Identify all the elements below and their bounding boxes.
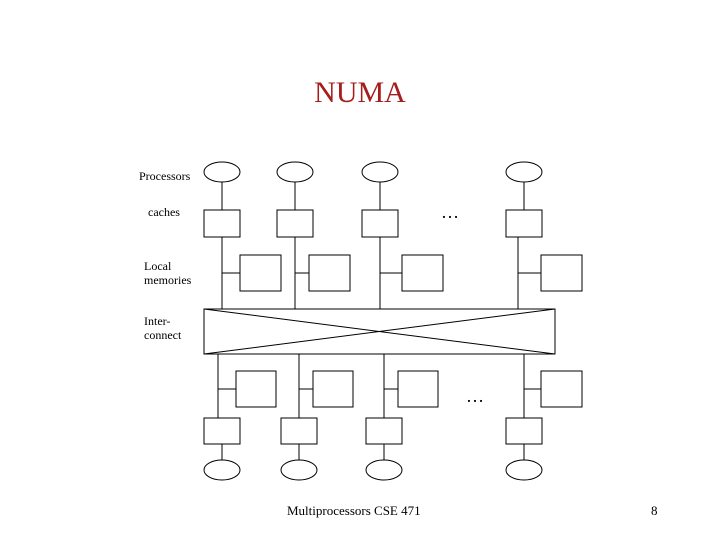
processor-node (361, 161, 399, 183)
interconnect-label: Inter- connect (144, 314, 181, 342)
processor-node (365, 459, 403, 481)
footer-page-number: 8 (651, 503, 658, 518)
bottom-node-1 (203, 354, 277, 481)
top-node-1 (203, 161, 282, 309)
processor-node (203, 459, 241, 481)
top-node-4 (505, 161, 583, 309)
interconnect-label-line2: connect (144, 328, 182, 342)
local-memories-label-line2: memories (144, 273, 192, 287)
bottom-node-3 (365, 354, 439, 481)
local-memory-box (312, 370, 354, 408)
processor-node (505, 161, 543, 183)
interconnect-crossbar (203, 308, 556, 355)
local-memory-box (540, 254, 583, 292)
local-memories-label: Local memories (144, 259, 191, 287)
cache-box (280, 417, 318, 445)
local-memory-box (401, 254, 444, 292)
processor-node (505, 459, 543, 481)
local-memory-box (239, 254, 282, 292)
cache-box (203, 417, 241, 445)
local-memory-box (540, 370, 583, 408)
cache-box (505, 417, 543, 445)
interconnect-label-line1: Inter- (144, 314, 171, 328)
footer-course-title: Multiprocessors CSE 471 (287, 503, 421, 518)
cache-box (203, 209, 241, 238)
processor-node (280, 459, 318, 481)
cache-box (361, 209, 399, 238)
cache-box (276, 209, 314, 238)
top-node-2 (276, 161, 351, 309)
processors-label: Processors (139, 169, 191, 183)
top-ellipsis: … (441, 202, 459, 222)
local-memory-box (308, 254, 351, 292)
local-memories-label-line1: Local (144, 259, 172, 273)
top-node-3 (361, 161, 444, 309)
local-memory-box (235, 370, 277, 408)
cache-box (365, 417, 403, 445)
processor-node (203, 161, 241, 183)
processor-node (276, 161, 314, 183)
caches-label: caches (148, 205, 180, 219)
page-title: NUMA (314, 76, 406, 109)
bottom-node-4 (505, 354, 583, 481)
cache-box (505, 209, 543, 238)
local-memory-box (397, 370, 439, 408)
bottom-node-2 (280, 354, 354, 481)
bottom-ellipsis: … (466, 386, 484, 406)
